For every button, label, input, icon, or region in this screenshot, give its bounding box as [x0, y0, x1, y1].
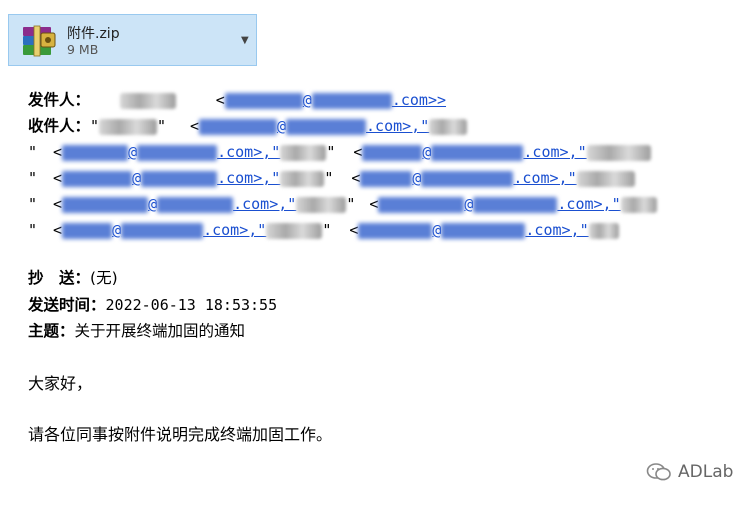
- watermark: ADLab: [646, 462, 733, 482]
- recipient-row: "<@.com>,""<@.com>,": [28, 168, 635, 188]
- recipient-email-redacted[interactable]: [198, 118, 277, 135]
- subject-line: 主题：关于开展终端加固的通知: [28, 321, 245, 341]
- greeting: 大家好，: [28, 374, 93, 393]
- recipient-email-suffix[interactable]: .com>,": [366, 117, 430, 135]
- watermark-text: ADLab: [678, 462, 734, 482]
- attachment-size: 9 MB: [67, 42, 99, 57]
- subject-label: 主题：: [28, 322, 75, 340]
- sent-label: 发送时间：: [28, 296, 106, 314]
- from-line: 发件人： <@.com>>: [28, 91, 447, 109]
- cc-label: 抄 送：: [28, 269, 91, 287]
- from-label: 发件人：: [28, 91, 91, 109]
- recipient-name-redacted: [99, 118, 158, 135]
- recipient-row: "<@.com>,""<@.com>,": [28, 220, 619, 240]
- cc-value: (无): [90, 269, 118, 287]
- attachment-chip[interactable]: 附件.zip 9 MB ▼: [8, 14, 257, 66]
- sent-line: 发送时间：2022-06-13 18:53:55: [28, 295, 277, 315]
- wechat-icon: [646, 463, 671, 481]
- to-line: 收件人："" <@.com>,": [28, 116, 468, 136]
- winrar-archive-icon: [23, 25, 56, 57]
- subject-value: 关于开展终端加固的通知: [74, 322, 246, 340]
- chevron-down-icon[interactable]: ▼: [241, 35, 249, 46]
- recipient-row: "<@.com>,""<@.com>,": [28, 142, 651, 162]
- message-body: 请各位同事按附件说明完成终端加固工作。: [28, 425, 333, 444]
- cc-line: 抄 送：(无): [28, 268, 118, 288]
- recipient-row: "<@.com>,""<@.com>,": [28, 194, 657, 214]
- sender-name-redacted: [119, 92, 176, 109]
- sender-email-suffix[interactable]: .com>>: [391, 91, 447, 109]
- to-label: 收件人：: [28, 117, 91, 135]
- attachment-filename: 附件.zip: [67, 26, 120, 42]
- sender-email-redacted[interactable]: [224, 92, 303, 109]
- sent-value: 2022-06-13 18:53:55: [105, 296, 278, 314]
